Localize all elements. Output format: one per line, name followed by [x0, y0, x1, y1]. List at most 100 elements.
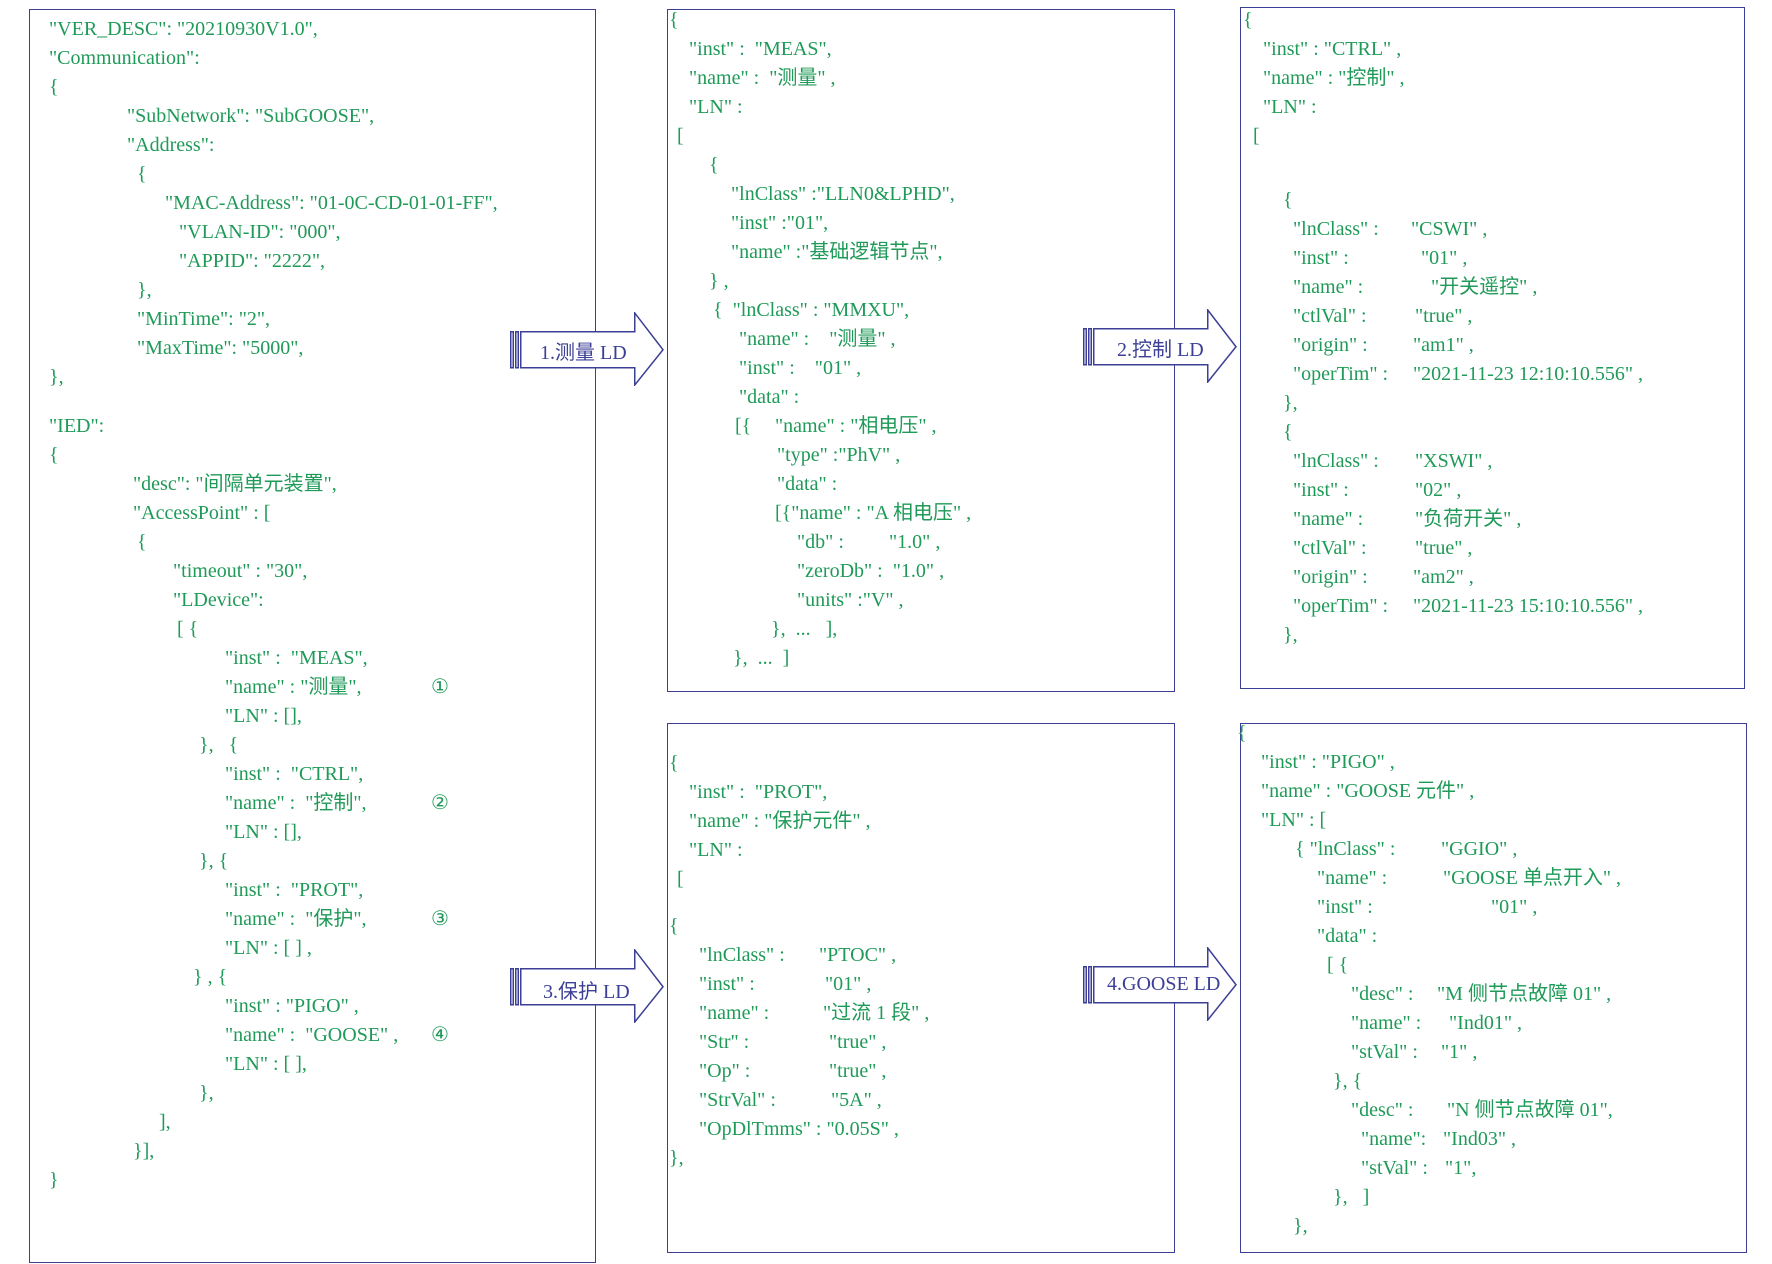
code-line: "inst" : "01" , [739, 357, 862, 379]
code-line: "name" : [1293, 276, 1364, 298]
code-line: "MaxTime": "5000", [137, 337, 304, 359]
code-line: "5A" , [831, 1089, 882, 1111]
code-line: "inst" : "CTRL", [225, 763, 364, 785]
code-line: { [1237, 722, 1247, 744]
code-line: "Str" : [699, 1031, 750, 1053]
code-line: }, [1283, 392, 1298, 414]
code-line: "M 侧节点故障 01" , [1437, 983, 1612, 1005]
code-line: "inst" : [1317, 896, 1373, 918]
code-line: "02" , [1415, 479, 1462, 501]
code-line: } , [709, 270, 729, 292]
code-line: [{ [735, 415, 752, 437]
code-line: { [669, 9, 679, 31]
code-line: "name" : [699, 1002, 770, 1024]
code-line: "1" , [1441, 1041, 1478, 1063]
code-line: "ctlVal" : [1293, 537, 1367, 559]
code-line: { [1283, 189, 1293, 211]
code-line: "origin" : [1293, 566, 1368, 588]
code-line: { [137, 163, 147, 185]
code-line: }, [49, 366, 64, 388]
code-line: "inst" : "PROT", [225, 879, 364, 901]
code-line: } [49, 1169, 59, 1191]
code-line: }, [669, 1147, 684, 1169]
code-line: "inst" : "PIGO" , [225, 995, 359, 1017]
code-line: "units" :"V" , [797, 589, 904, 611]
code-line: }, ... ] [733, 647, 790, 669]
code-line: "Op" : [699, 1060, 751, 1082]
code-line: "LDevice": [173, 589, 264, 611]
code-line: "Ind01" , [1449, 1012, 1522, 1034]
code-line: ], [159, 1111, 171, 1133]
code-line: "过流 1 段" , [823, 1002, 930, 1024]
code-line: "lnClass" : [1293, 450, 1379, 472]
code-line: "01" , [1491, 896, 1538, 918]
code-line: { [669, 915, 679, 937]
code-line: "name" :"基础逻辑节点", [731, 241, 943, 263]
code-line: "data" : [1317, 925, 1378, 947]
code-line: "LN" : [689, 839, 743, 861]
code-line: "2021-11-23 15:10:10.556" , [1413, 595, 1644, 617]
code-line: { [49, 76, 59, 98]
code-line: "LN" : [689, 96, 743, 118]
code-line: "true" , [829, 1060, 887, 1082]
arrow-ctrl-ld [1083, 309, 1237, 383]
code-line: "StrVal" : [699, 1089, 776, 1111]
code-line: "1", [1445, 1157, 1477, 1179]
code-line: { [669, 752, 679, 774]
code-line: "inst" : [1293, 479, 1349, 501]
code-line: { [1243, 9, 1253, 31]
code-line: "operTim" : [1293, 595, 1389, 617]
code-line: }, { [1333, 1070, 1363, 1092]
code-line: "name" : "GOOSE" , [225, 1024, 399, 1046]
meas-ld-panel [667, 9, 1175, 692]
code-line: "true" , [829, 1031, 887, 1053]
code-line: }, [1293, 1215, 1308, 1237]
code-line: { [137, 531, 147, 553]
code-line: "name" : "测量" , [739, 328, 896, 350]
marker-circled-3: ③ [431, 908, 449, 930]
code-line: "APPID": "2222", [179, 250, 326, 272]
arrow-label-prot-ld: 3.保护 LD [543, 981, 630, 1003]
arrow-label-goose-ld: 4.GOOSE LD [1107, 973, 1221, 995]
pigo-ld-panel [1240, 723, 1747, 1253]
code-line: { "lnClass" : "MMXU", [713, 299, 910, 321]
code-line: "Communication": [49, 47, 200, 69]
code-line: { "lnClass" : [1295, 838, 1396, 860]
code-line: [ [1253, 125, 1260, 147]
code-line: "name" : "测量" , [689, 67, 836, 89]
code-line: { [49, 444, 59, 466]
marker-circled-4: ④ [431, 1024, 449, 1046]
code-line: "LN" : [], [225, 821, 302, 843]
code-line: "name": [1361, 1128, 1427, 1150]
code-line: "inst" : [1293, 247, 1349, 269]
code-line: "am1" , [1413, 334, 1474, 356]
marker-circled-1: ① [431, 676, 449, 698]
code-line: "am2" , [1413, 566, 1474, 588]
code-line: } , { [193, 966, 228, 988]
arrow-meas-ld [510, 312, 664, 386]
code-line: "inst" : "PIGO" , [1261, 751, 1395, 773]
code-line: "lnClass" : [1293, 218, 1379, 240]
code-line: "AccessPoint" : [ [133, 502, 271, 524]
code-line: "MAC-Address": "01-0C-CD-01-01-FF", [165, 192, 498, 214]
code-line: "inst" : "CTRL" , [1263, 38, 1402, 60]
code-line: "Ind03" , [1443, 1128, 1516, 1150]
code-line: "开关遥控" , [1431, 276, 1538, 298]
code-line: "01" , [1421, 247, 1468, 269]
prot-ld-panel [667, 723, 1175, 1253]
code-line: "ctlVal" : [1293, 305, 1367, 327]
code-line: [ { [1327, 954, 1349, 976]
code-line: "PTOC" , [819, 944, 897, 966]
code-line: { [709, 154, 719, 176]
code-line: "inst" : [699, 973, 755, 995]
code-line: "CSWI" , [1411, 218, 1488, 240]
code-line: "type" :"PhV" , [777, 444, 901, 466]
code-line: "VLAN-ID": "000", [179, 221, 341, 243]
code-line: "IED": [49, 415, 105, 437]
code-line: "inst" :"01", [731, 212, 829, 234]
code-line: [ { [177, 618, 199, 640]
code-line: "name" : "保护元件" , [689, 810, 871, 832]
code-line: "name" : "GOOSE 元件" , [1261, 780, 1475, 802]
code-line: "desc" : [1351, 1099, 1414, 1121]
code-line: "LN" : [ ], [225, 1053, 307, 1075]
